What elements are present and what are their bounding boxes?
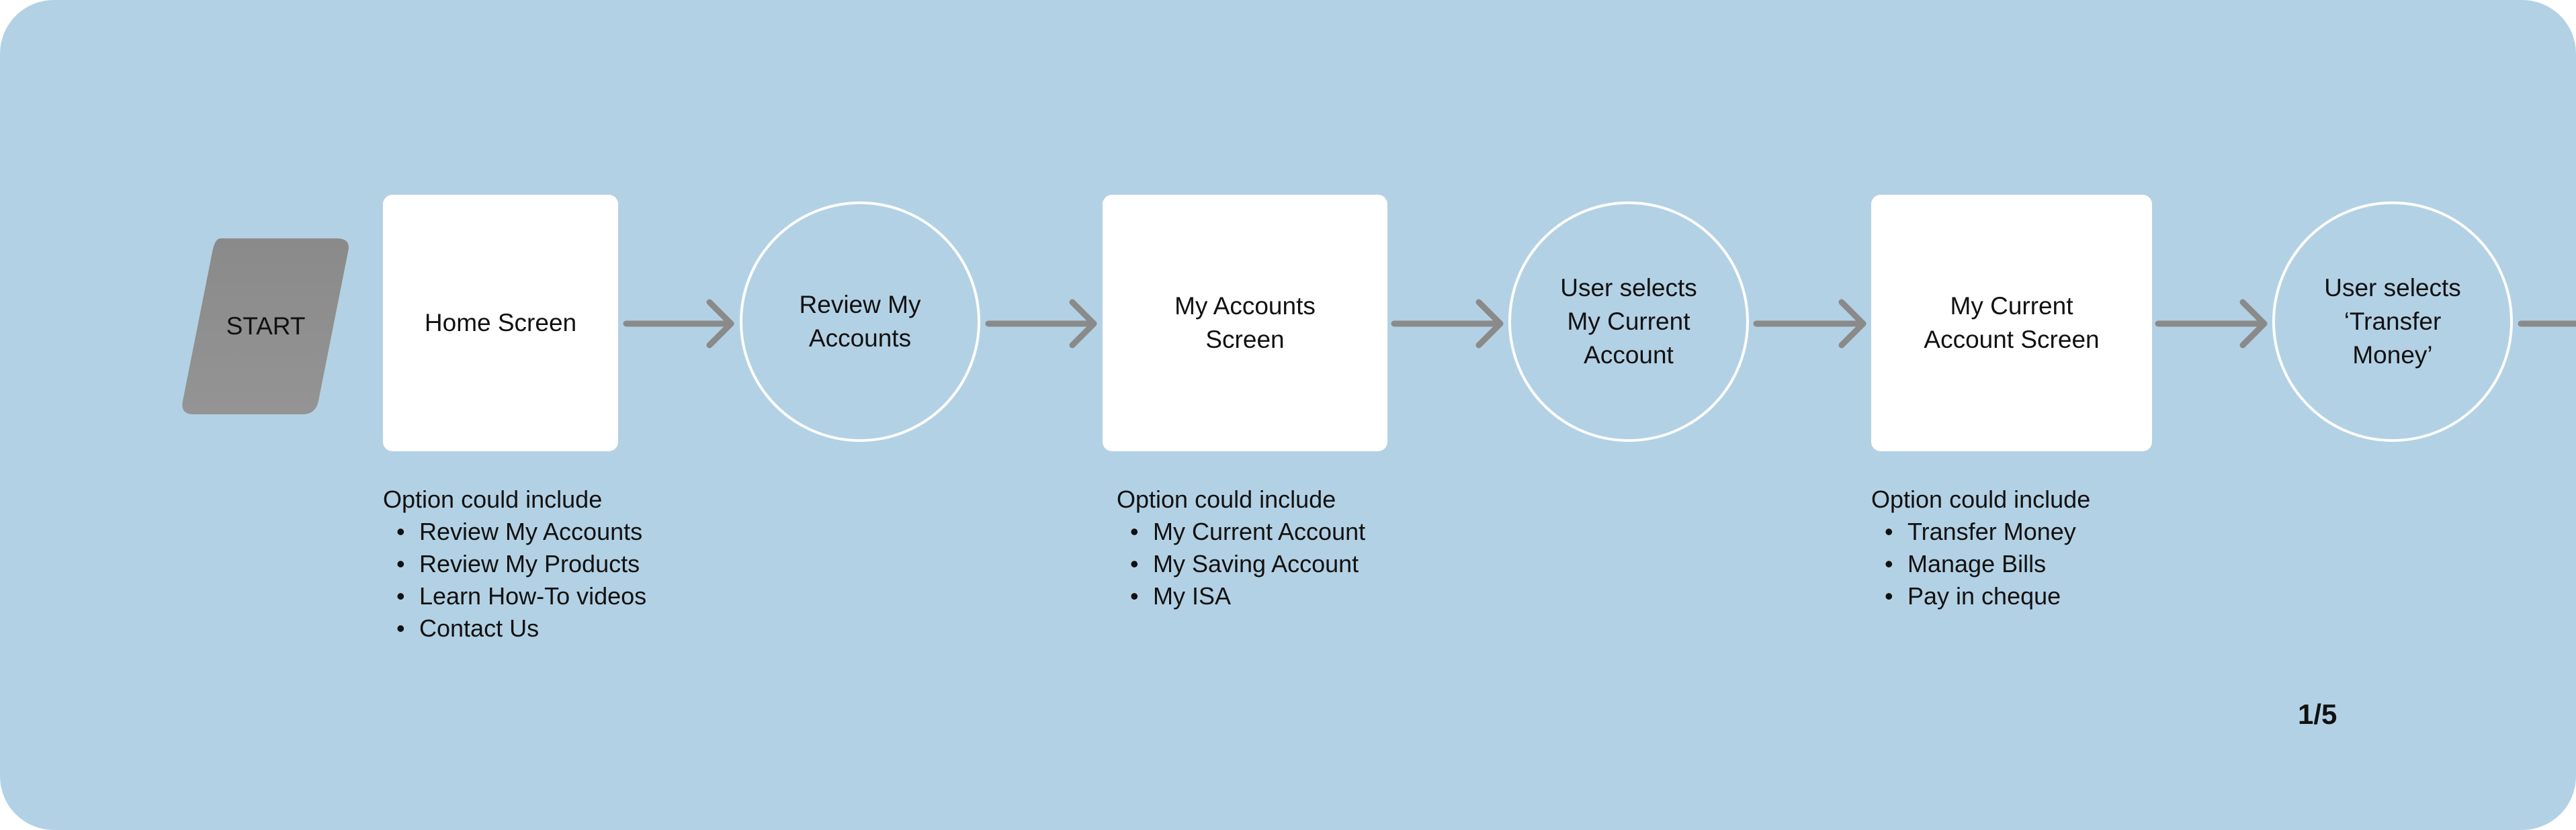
my-current-account-screen-label: My Current Account Screen [1924, 292, 2100, 353]
list-item: My Saving Account [1130, 548, 1365, 580]
my-current-account-screen-box: My Current Account Screen [1871, 195, 2152, 451]
list-item: Manage Bills [1885, 548, 2090, 580]
my-accounts-screen-box: My Accounts Screen [1103, 195, 1387, 451]
my-current-account-notes: Option could include Transfer Money Mana… [1871, 483, 2090, 612]
my-accounts-screen-label: My Accounts Screen [1174, 292, 1316, 353]
list-item: Review My Accounts [396, 516, 646, 548]
arrow-home-to-review [623, 299, 734, 349]
notes-list: Transfer Money Manage Bills Pay in chequ… [1871, 516, 2090, 612]
select-current-account-label: User selects My Current Account [1560, 274, 1697, 369]
home-screen-label: Home Screen [424, 309, 577, 336]
arrow-select-to-current [1753, 299, 1866, 349]
select-transfer-money-label: User selects ‘Transfer Money’ [2324, 274, 2461, 369]
notes-list: Review My Accounts Review My Products Le… [383, 516, 646, 645]
arrow-accounts-to-select [1391, 299, 1504, 349]
list-item: Transfer Money [1885, 516, 2090, 548]
list-item: Contact Us [396, 612, 646, 645]
start-label: START [226, 312, 306, 340]
notes-heading: Option could include [1117, 486, 1336, 513]
arrow-review-to-accounts [985, 299, 1097, 349]
select-transfer-money-circle: User selects ‘Transfer Money’ [2272, 201, 2513, 442]
page-indicator: 1/5 [2298, 698, 2337, 730]
notes-heading: Option could include [1871, 486, 2091, 513]
notes-list: My Current Account My Saving Account My … [1117, 516, 1365, 612]
start-parallelogram [182, 238, 349, 414]
select-current-account-circle: User selects My Current Account [1508, 201, 1749, 442]
list-item: Review My Products [396, 548, 646, 580]
list-item: My Current Account [1130, 516, 1365, 548]
review-my-accounts-circle: Review My Accounts [740, 201, 980, 442]
notes-heading: Option could include [383, 486, 603, 513]
my-accounts-notes: Option could include My Current Account … [1117, 483, 1365, 612]
home-screen-notes: Option could include Review My Accounts … [383, 483, 646, 645]
home-screen-box: Home Screen [383, 195, 618, 451]
review-my-accounts-label: Review My Accounts [799, 291, 921, 352]
list-item: My ISA [1130, 580, 1365, 612]
list-item: Pay in cheque [1885, 580, 2090, 612]
arrow-current-to-transfer [2155, 299, 2268, 349]
list-item: Learn How-To videos [396, 580, 646, 612]
